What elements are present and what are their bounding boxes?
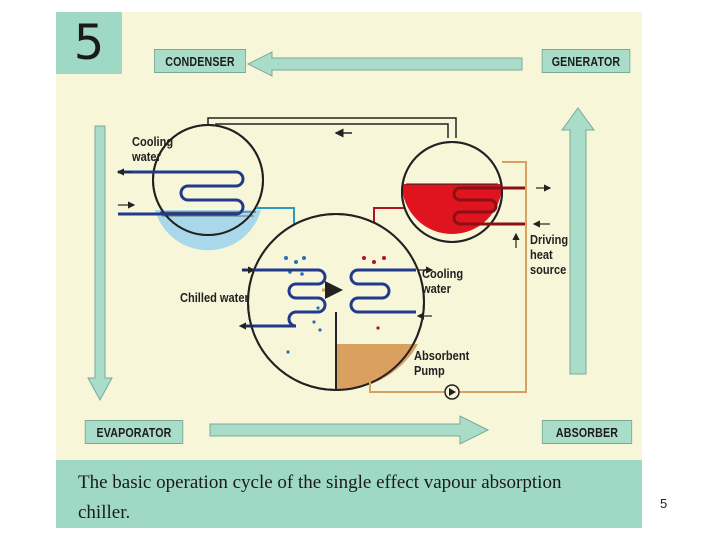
diagram-figure: 5 <box>56 12 642 528</box>
evaporator-label: EVAPORATOR <box>84 420 184 444</box>
cooling-water-top-label: Cooling water <box>132 134 174 164</box>
generator-heating-coil <box>452 184 552 248</box>
page-number: 5 <box>660 496 668 511</box>
vapour-duct <box>207 117 457 138</box>
condenser-cooling-coil <box>116 168 245 216</box>
chilled-water-coil <box>238 266 327 330</box>
refrigerant-droplets <box>284 256 322 354</box>
caption-band <box>56 460 642 528</box>
generator-label: GENERATOR <box>541 49 631 73</box>
absorber-label: ABSORBER <box>541 420 633 444</box>
condenser-label: CONDENSER <box>154 49 246 73</box>
absorber-cooling-coil <box>349 266 434 320</box>
chilled-water-label: Chilled water <box>180 290 249 305</box>
figure-number: 5 <box>56 12 122 74</box>
figure-caption: The basic operation cycle of the single … <box>78 472 562 523</box>
evaporator-absorber-shell <box>247 213 425 391</box>
cycle-arrow-absorber-to-generator <box>561 107 595 375</box>
generator-vessel <box>401 141 503 243</box>
driving-heat-source-label: Driving heat source <box>530 232 569 277</box>
cycle-arrow-generator-to-condenser <box>246 51 523 77</box>
absorbent-pump-label: Absorbent Pump <box>414 348 470 378</box>
cycle-arrow-evaporator-to-absorber <box>209 415 490 445</box>
weak-solution-line <box>369 161 527 393</box>
condenser-vessel <box>152 124 264 251</box>
absorbent-pump <box>444 384 460 400</box>
absorption-cycle-diagram <box>87 51 595 445</box>
cycle-arrow-condenser-to-evaporator <box>87 125 113 402</box>
cooling-water-right-label: Cooling water <box>422 266 464 296</box>
